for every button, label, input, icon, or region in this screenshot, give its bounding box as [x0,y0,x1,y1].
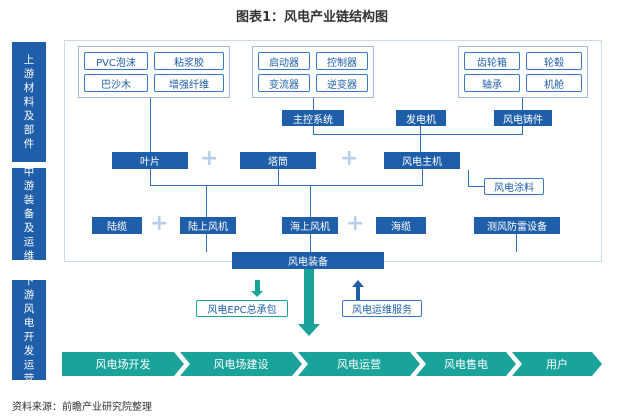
wind-casting: 风电铸件 [494,110,552,126]
connector [522,98,523,110]
connector [206,234,207,252]
section-label-midstream: 中游装备及运维 [12,166,46,262]
arrow-shaft [304,269,314,325]
material-balsa: 巴沙木 [84,74,148,92]
main-control-system: 主控系统 [282,110,344,126]
arrow-down-icon [251,291,263,297]
connector [310,234,311,252]
connector [468,186,484,187]
wind-equipment: 风电装备 [232,252,384,269]
connector [313,134,523,135]
page-title: 图表1：风电产业链结构图 [235,10,389,25]
connector [310,185,311,217]
chain-step-construction: 风电场建设 [180,352,302,376]
connector [150,169,151,185]
connector [150,98,151,152]
chain-step-users: 用户 [512,352,602,376]
mechanic-gearbox: 齿轮箱 [464,52,520,70]
wind-epc: 风电EPC总承包 [196,300,288,317]
wind-coating: 风电涂料 [484,178,544,195]
connector [468,170,469,186]
material-pvc-foam: PVC泡沫 [84,52,148,70]
arrow-shaft [356,286,360,300]
generator: 发电机 [396,110,446,126]
offshore-turbine: 海上风机 [282,217,338,234]
wind-om-service: 风电运维服务 [342,300,422,317]
source-note: 资料来源：前瞻产业研究院整理 [12,402,152,413]
section-label-upstream: 上游材料及部件 [12,42,46,162]
tower: 塔筒 [240,152,316,169]
electric-converter: 变流器 [258,74,310,92]
material-fiber: 增强纤维 [154,74,224,92]
plus-sign: + [150,211,169,236]
electric-controller: 控制器 [316,52,368,70]
connector [313,98,314,110]
mechanic-nacelle: 机舱 [526,74,582,92]
connector [313,126,314,134]
land-cable: 陆缆 [92,217,142,234]
connector [206,185,207,217]
chain-step-development: 风电场开发 [62,352,184,376]
chain-step-electricity-sales: 风电售电 [416,352,516,376]
connector [420,126,421,152]
blade: 叶片 [112,152,188,169]
section-label-downstream: 下游风电开发运营 [12,275,46,385]
wind-turbine-host: 风电主机 [384,152,460,169]
onshore-turbine: 陆上风机 [180,217,236,234]
sea-cable: 海缆 [376,217,426,234]
chain-step-operation: 风电运营 [298,352,420,376]
arrow-shaft [255,280,260,294]
plus-sign: + [200,146,219,171]
lightning-protection: 测风防雷设备 [474,217,560,234]
connector [522,126,523,134]
material-adhesive: 粘浆胶 [154,52,224,70]
plus-sign: + [340,146,359,171]
electric-inverter: 逆变器 [316,74,368,92]
connector [516,234,517,252]
mechanic-bearing: 轴承 [464,74,520,92]
mechanic-hub: 轮毂 [526,52,582,70]
connector [278,169,279,185]
connector [422,169,423,185]
plus-sign: + [346,211,365,236]
arrow-down-icon [298,324,320,336]
arrow-up-icon [352,280,364,287]
connector [150,185,423,186]
electric-starter: 启动器 [258,52,310,70]
